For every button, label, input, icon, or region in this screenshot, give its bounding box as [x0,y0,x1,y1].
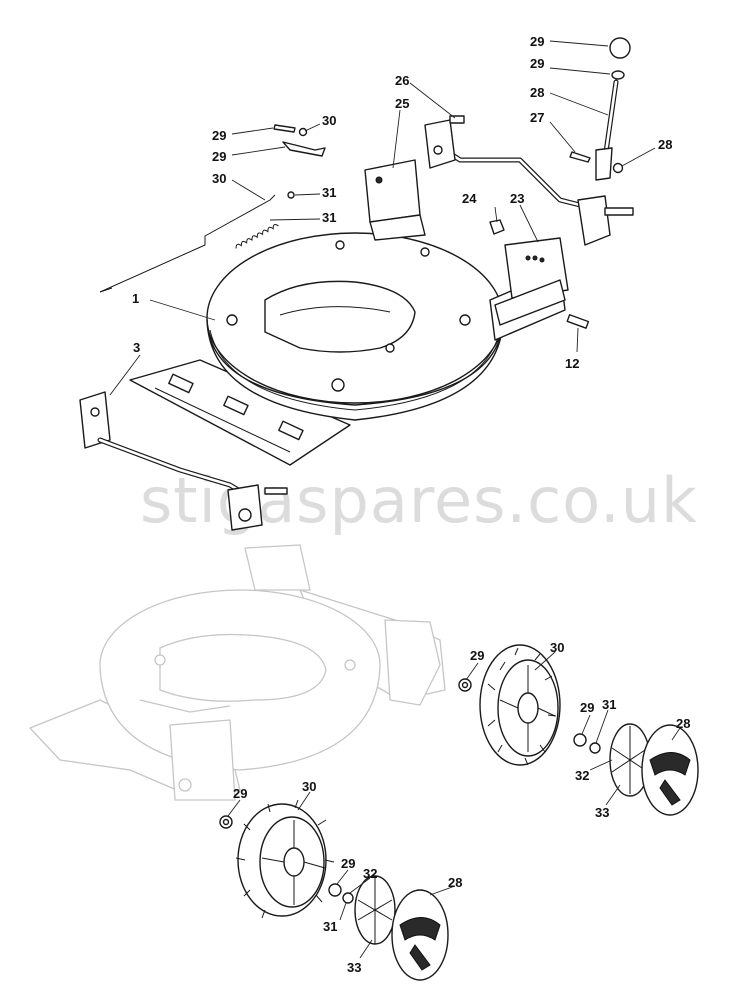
height-lever [569,37,631,181]
callout-31-b: 31 [323,919,337,934]
bolt-part-12 [566,314,590,329]
nut-part-19 [612,162,624,174]
callout-12: 12 [565,356,579,371]
small-parts-22-27 [99,124,326,293]
ghost-deck-assembly [29,544,446,801]
knob-part-21 [609,37,631,59]
bolt-part-17 [569,151,591,163]
callout-15: 25 [395,96,409,111]
callout-3: 3 [133,340,140,355]
callout-17: 27 [530,110,544,125]
callout-16: 26 [395,73,409,88]
callout-14: 24 [462,191,477,206]
callout-22: 29 [212,128,226,143]
spring-part-27 [235,223,279,249]
deck-part-1 [129,232,566,466]
callout-29-c: 29 [233,786,247,801]
washer-part-26 [287,191,295,199]
callout-33-b: 33 [347,960,361,975]
callout-29-d: 29 [341,856,355,871]
rod-part-25 [99,194,276,293]
callout-32-b: 32 [363,866,377,881]
nut-part-20 [611,70,625,80]
nut-part-14 [489,219,505,235]
callout-32-a: 32 [575,768,589,783]
callout-28-b: 28 [448,875,462,890]
callout-30-a: 30 [550,640,564,655]
clip-part-23 [282,141,326,157]
axle-rod-rear [424,115,634,246]
watermark-text: stigaspares.co.uk [140,464,698,537]
washer-part-24 [298,127,308,137]
callout-13: 23 [510,191,524,206]
callout-30-b: 30 [302,779,316,794]
callout-1: 1 [132,291,139,306]
wheel-assembly-left [219,799,449,981]
callout-layer: 29 29 28 27 28 26 25 29 30 29 30 31 31 2… [109,34,690,975]
bracket-part-15 [364,159,426,241]
callout-29-b: 29 [580,700,594,715]
bolt-part-22 [273,124,296,133]
callout-20: 29 [530,56,544,71]
callout-33-a: 33 [595,805,609,820]
bracket-part-13 [494,237,569,326]
axle-part-3 [79,391,288,531]
callout-21: 29 [530,34,544,49]
callout-27: 31 [322,210,336,225]
callout-25: 30 [212,171,226,186]
lever-part-18 [595,147,613,181]
callout-24: 30 [322,113,336,128]
callout-29-a: 29 [470,648,484,663]
callout-31-a: 31 [602,697,616,712]
wheel-assembly-right [458,644,699,816]
callout-18: 28 [530,85,544,100]
callout-23: 29 [212,149,226,164]
callout-26: 31 [322,185,336,200]
callout-28-a: 28 [676,716,690,731]
callout-19: 28 [658,137,672,152]
